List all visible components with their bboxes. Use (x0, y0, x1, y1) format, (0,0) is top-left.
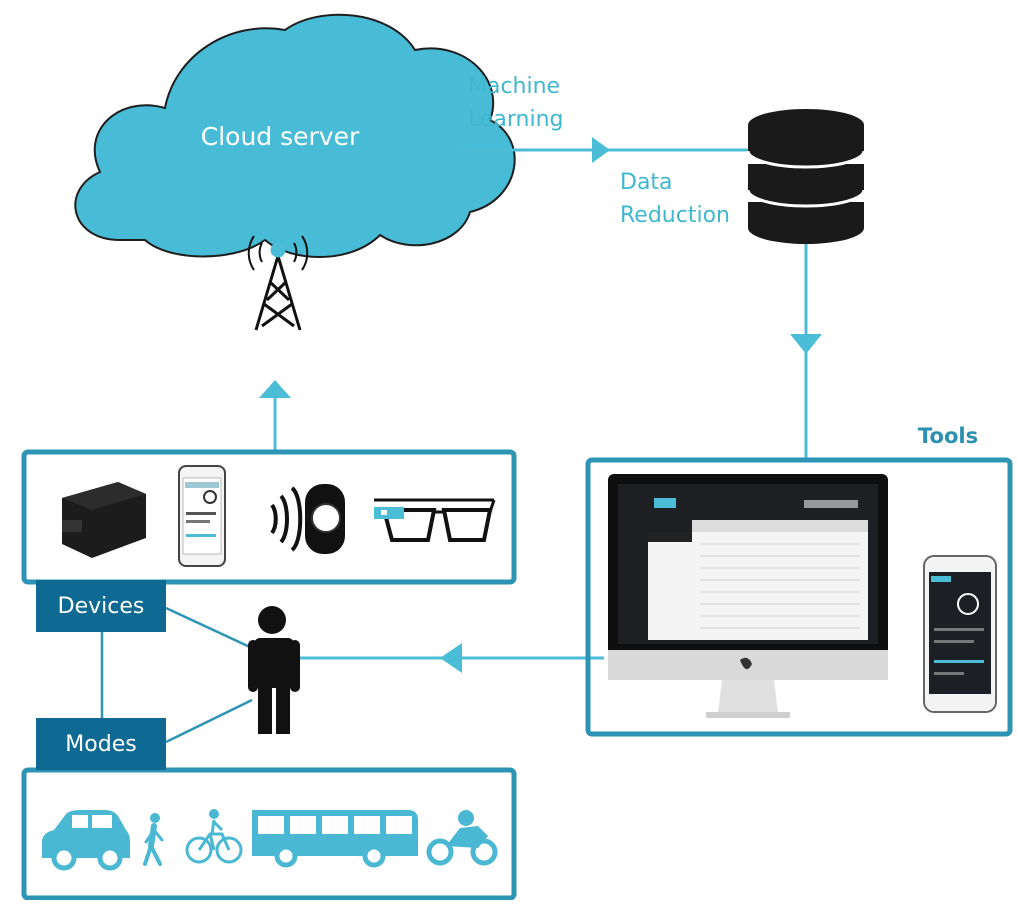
data-reduction-line-1: Data (620, 170, 673, 195)
modes-panel (21, 767, 517, 901)
modes-label: Modes (36, 718, 166, 770)
obd-dongle-icon (62, 482, 146, 558)
smart-glasses-icon (374, 498, 496, 542)
data-reduction-line-2: Reduction (620, 203, 730, 228)
machine-learning-line-1: Machine (468, 74, 561, 99)
data-reduction-label: Data Reduction (620, 166, 730, 232)
cell-tower-icon (247, 235, 309, 331)
arrowheads (259, 137, 822, 673)
smartwatch-icon (270, 484, 345, 554)
person-icon (248, 606, 300, 734)
motorcycle-icon (426, 810, 498, 866)
database-icon (746, 109, 866, 244)
cloud-icon (74, 13, 516, 258)
machine-learning-label: Machine Learning (468, 70, 564, 136)
devices-panel (21, 449, 517, 585)
machine-learning-line-2: Learning (468, 107, 564, 132)
pedestrian-icon (143, 813, 164, 866)
person-connectors (100, 606, 253, 744)
car-icon (42, 810, 130, 871)
desktop-monitor-icon (608, 474, 888, 718)
tools-panel (585, 457, 1013, 737)
bicycle-icon (185, 809, 243, 864)
tools-label: Tools (918, 424, 979, 448)
bus-icon (252, 810, 418, 868)
devices-label: Devices (36, 580, 166, 632)
cloud-server-label: Cloud server (200, 122, 360, 151)
mobile-app-icon (923, 555, 997, 713)
smartphone-icon (178, 465, 226, 567)
